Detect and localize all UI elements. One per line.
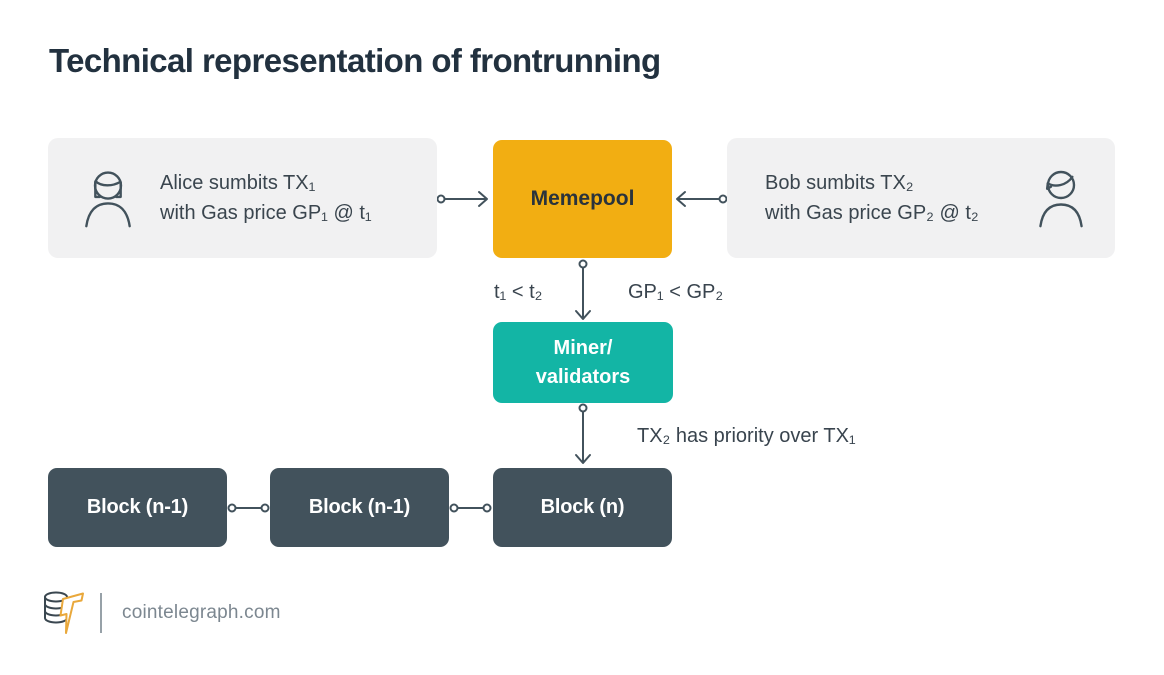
label-time-compare: t₁ < t₂ bbox=[494, 281, 543, 303]
person-male-icon bbox=[1039, 170, 1083, 228]
bob-line2: with Gas price GP₂ @ t₂ bbox=[765, 202, 979, 224]
alice-line1: Alice sumbits TX₁ bbox=[160, 172, 316, 194]
alice-card: Alice sumbits TX₁ with Gas price GP₁ @ t… bbox=[48, 138, 437, 258]
bob-card: Bob sumbits TX₂ with Gas price GP₂ @ t₂ bbox=[727, 138, 1115, 258]
label-gas-compare: GP₁ < GP₂ bbox=[628, 281, 724, 303]
memepool-node: Memepool bbox=[493, 140, 672, 258]
footer: cointelegraph.com bbox=[40, 588, 281, 638]
person-female-icon bbox=[85, 171, 131, 228]
label-priority: TX₂ has priority over TX₁ bbox=[637, 425, 856, 447]
miner-validators-node: Miner/ validators bbox=[493, 322, 673, 403]
bob-text: Bob sumbits TX₂ with Gas price GP₂ @ t₂ bbox=[765, 168, 979, 228]
bob-line1: Bob sumbits TX₂ bbox=[765, 172, 914, 194]
block-label: Block (n-1) bbox=[308, 496, 411, 518]
block-n-minus-1-a: Block (n-1) bbox=[48, 468, 227, 547]
block-n: Block (n) bbox=[493, 468, 672, 547]
cointelegraph-logo-icon bbox=[44, 591, 84, 634]
link-block2-block3 bbox=[449, 503, 492, 513]
alice-line2: with Gas price GP₁ @ t₁ bbox=[160, 202, 372, 224]
alice-text: Alice sumbits TX₁ with Gas price GP₁ @ t… bbox=[160, 168, 372, 228]
footer-divider bbox=[100, 593, 102, 633]
miner-line1: Miner/ bbox=[553, 336, 613, 359]
block-label: Block (n) bbox=[540, 496, 625, 518]
block-n-minus-1-b: Block (n-1) bbox=[270, 468, 449, 547]
arrow-memepool-to-miner bbox=[575, 259, 591, 320]
block-label: Block (n-1) bbox=[86, 496, 189, 518]
miner-line2: validators bbox=[535, 365, 631, 388]
arrow-miner-to-block bbox=[575, 403, 591, 464]
arrow-bob-to-memepool bbox=[676, 191, 728, 207]
arrow-alice-to-memepool bbox=[436, 191, 488, 207]
memepool-label: Memepool bbox=[530, 187, 635, 210]
link-block1-block2 bbox=[227, 503, 270, 513]
page-title: Technical representation of frontrunning bbox=[49, 42, 661, 79]
footer-site-url: cointelegraph.com bbox=[122, 602, 281, 623]
